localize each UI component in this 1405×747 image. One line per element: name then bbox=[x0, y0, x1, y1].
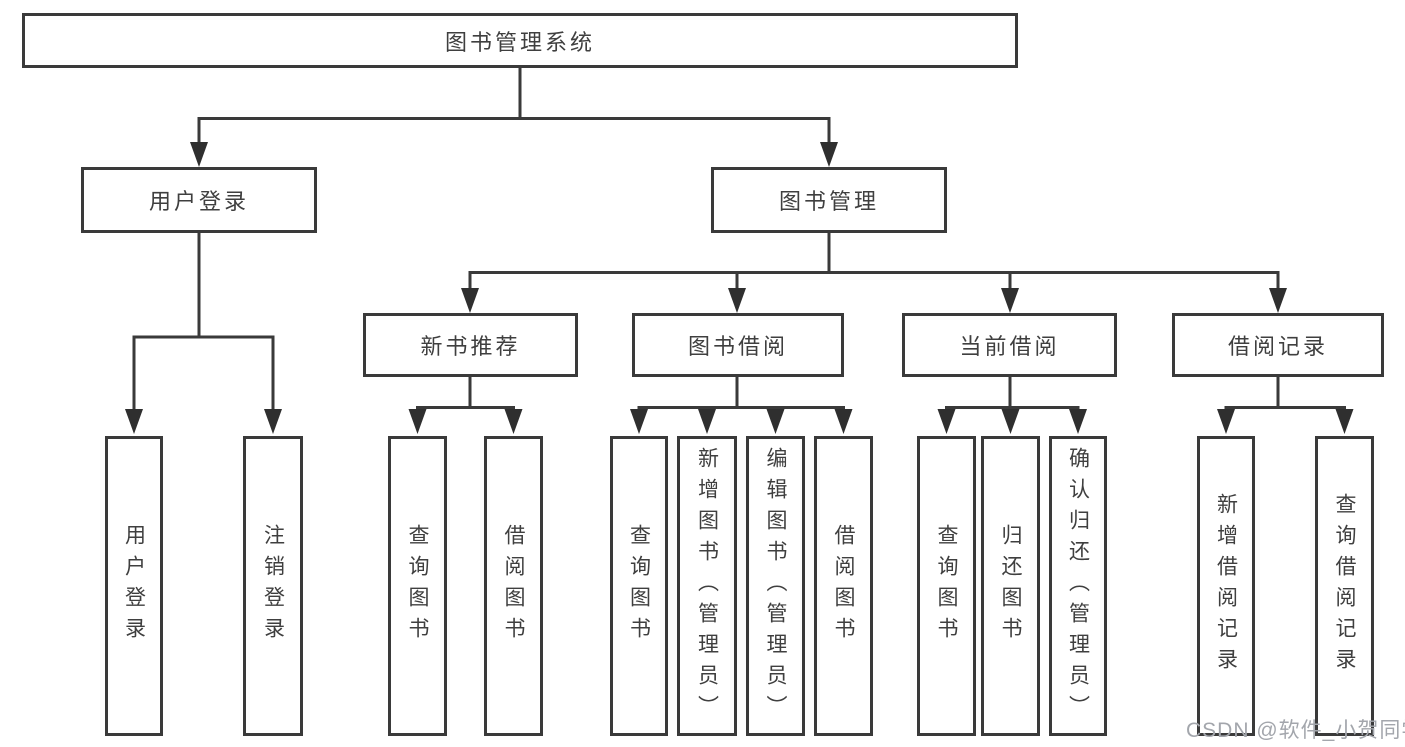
leaf-return-books-label: 归还图书 bbox=[999, 524, 1022, 648]
leaf-query-books-recommend: 查询图书 bbox=[388, 436, 447, 736]
leaf-query-books-current: 查询图书 bbox=[917, 436, 976, 736]
node-new-book-recommend: 新书推荐 bbox=[363, 313, 578, 377]
leaf-add-borrow-record: 新增借阅记录 bbox=[1197, 436, 1255, 736]
leaf-borrow-books: 借阅图书 bbox=[814, 436, 873, 736]
node-library-system-label: 图书管理系统 bbox=[444, 29, 595, 55]
node-book-management-label: 图书管理 bbox=[778, 189, 879, 214]
node-book-borrow: 图书借阅 bbox=[632, 313, 844, 377]
leaf-user-login: 用户登录 bbox=[105, 436, 163, 736]
leaf-edit-book-admin-label: 编辑图书（管理员） bbox=[764, 446, 787, 726]
node-book-borrow-label: 图书借阅 bbox=[687, 334, 788, 359]
leaf-add-borrow-record-label: 新增借阅记录 bbox=[1214, 493, 1238, 679]
node-borrow-records-label: 借阅记录 bbox=[1227, 334, 1328, 359]
leaf-query-borrow-record: 查询借阅记录 bbox=[1315, 436, 1374, 736]
node-current-borrow-label: 当前借阅 bbox=[959, 334, 1060, 359]
leaf-query-borrow-record-label: 查询借阅记录 bbox=[1333, 493, 1356, 679]
leaf-query-books-borrow: 查询图书 bbox=[610, 436, 668, 736]
leaf-confirm-return-admin: 确认归还（管理员） bbox=[1049, 436, 1107, 736]
node-library-system: 图书管理系统 bbox=[22, 13, 1018, 68]
leaf-edit-book-admin: 编辑图书（管理员） bbox=[746, 436, 805, 736]
node-new-book-recommend-label: 新书推荐 bbox=[420, 334, 521, 359]
watermark: CSDN @软件_小贺同学 bbox=[1186, 719, 1405, 742]
node-user-login-label: 用户登录 bbox=[148, 189, 249, 214]
leaf-query-books-current-label: 查询图书 bbox=[935, 524, 958, 648]
leaf-borrow-books-label: 借阅图书 bbox=[832, 524, 855, 648]
leaf-add-book-admin: 新增图书（管理员） bbox=[677, 436, 737, 736]
leaf-logout-label: 注销登录 bbox=[261, 524, 285, 648]
leaf-return-books: 归还图书 bbox=[981, 436, 1040, 736]
leaf-borrow-books-recommend: 借阅图书 bbox=[484, 436, 543, 736]
leaf-borrow-books-recommend-label: 借阅图书 bbox=[502, 524, 525, 648]
leaf-confirm-return-admin-label: 确认归还（管理员） bbox=[1066, 446, 1090, 726]
node-user-login: 用户登录 bbox=[81, 167, 317, 233]
leaf-add-book-admin-label: 新增图书（管理员） bbox=[695, 446, 719, 726]
leaf-logout: 注销登录 bbox=[243, 436, 303, 736]
node-borrow-records: 借阅记录 bbox=[1172, 313, 1384, 377]
leaf-query-books-recommend-label: 查询图书 bbox=[406, 524, 429, 648]
leaf-query-books-borrow-label: 查询图书 bbox=[627, 524, 651, 648]
node-current-borrow: 当前借阅 bbox=[902, 313, 1117, 377]
leaf-user-login-label: 用户登录 bbox=[122, 524, 146, 648]
node-book-management: 图书管理 bbox=[711, 167, 947, 233]
